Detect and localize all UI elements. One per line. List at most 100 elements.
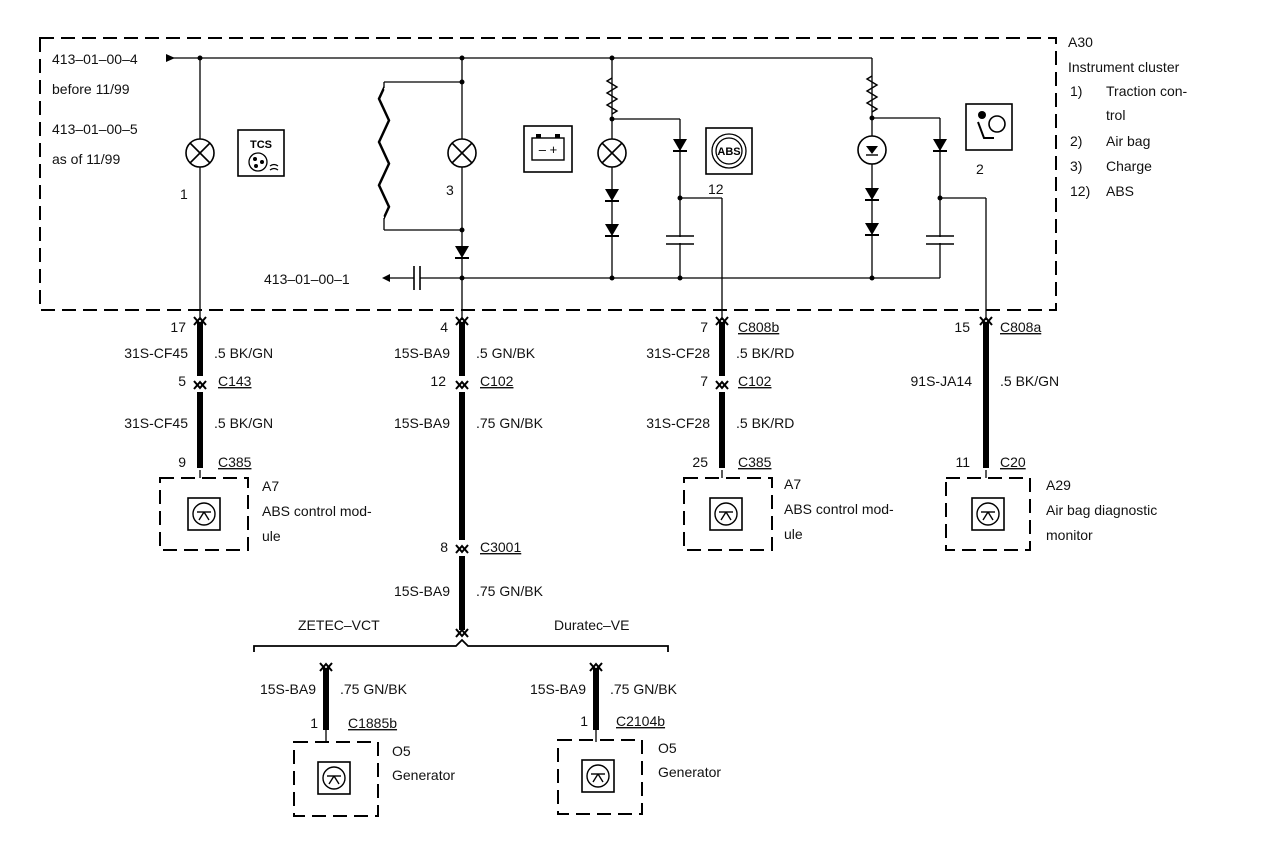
abs-module-box-2 xyxy=(683,477,773,551)
svg-text:15S-BA9: 15S-BA9 xyxy=(394,345,450,361)
svg-text:1: 1 xyxy=(310,715,318,731)
svg-text:31S-CF28: 31S-CF28 xyxy=(646,415,710,431)
ref-413-01-00-4: 413–01–00–4 xyxy=(52,51,138,67)
abs-icon xyxy=(705,127,753,175)
svg-text:3: 3 xyxy=(446,182,454,198)
svg-text:8: 8 xyxy=(440,539,448,555)
abs-module-2-icon xyxy=(709,497,743,531)
svg-text:ule: ule xyxy=(784,526,803,542)
svg-text:O5: O5 xyxy=(392,743,411,759)
ref-413-01-00-5: 413–01–00–5 xyxy=(52,121,138,137)
svg-text:12: 12 xyxy=(430,373,446,389)
svg-text:7: 7 xyxy=(700,373,708,389)
airbag-monitor-icon xyxy=(971,497,1005,531)
svg-text:monitor: monitor xyxy=(1046,527,1093,543)
svg-text:25: 25 xyxy=(692,454,708,470)
module-name: Instrument cluster xyxy=(1068,59,1180,75)
duratec-ve-label: Duratec–VE xyxy=(554,617,629,633)
svg-text:C808b: C808b xyxy=(738,319,779,335)
svg-text:ABS control mod-: ABS control mod- xyxy=(784,501,894,517)
svg-text:31S-CF28: 31S-CF28 xyxy=(646,345,710,361)
svg-text:2: 2 xyxy=(976,161,984,177)
svg-text:15S-BA9: 15S-BA9 xyxy=(260,681,316,697)
airbag-led-icon xyxy=(857,135,887,165)
output-arrow xyxy=(382,274,390,282)
charge-lamp-icon xyxy=(447,138,477,168)
svg-text:4: 4 xyxy=(440,319,448,335)
svg-text:11: 11 xyxy=(955,454,970,470)
svg-text:31S-CF45: 31S-CF45 xyxy=(124,415,188,431)
svg-text:15S-BA9: 15S-BA9 xyxy=(530,681,586,697)
abs-lamp-icon xyxy=(597,138,627,168)
svg-text:1: 1 xyxy=(180,186,188,202)
svg-text:ule: ule xyxy=(262,528,281,544)
instrument-cluster-boundary xyxy=(39,37,1057,311)
svg-text:Traction con-: Traction con- xyxy=(1106,83,1188,99)
svg-text:.75 GN/BK: .75 GN/BK xyxy=(476,583,544,599)
svg-text:ABS control mod-: ABS control mod- xyxy=(262,503,372,519)
svg-text:C385: C385 xyxy=(218,454,252,470)
svg-text:C1885b: C1885b xyxy=(348,715,397,731)
battery-icon xyxy=(523,125,573,173)
svg-text:.5 BK/GN: .5 BK/GN xyxy=(214,415,273,431)
tcs-icon xyxy=(237,129,285,177)
svg-text:as of 11/99: as of 11/99 xyxy=(52,151,120,167)
svg-text:.5 BK/RD: .5 BK/RD xyxy=(736,345,794,361)
svg-text:Air bag: Air bag xyxy=(1106,133,1150,149)
svg-text:.5 BK/GN: .5 BK/GN xyxy=(1000,373,1059,389)
zetec-vct-label: ZETEC–VCT xyxy=(298,617,380,633)
generator-zetec-icon xyxy=(317,761,351,795)
input-arrow xyxy=(166,54,175,62)
svg-text:9: 9 xyxy=(178,454,186,470)
engine-variant-bracket xyxy=(253,638,669,652)
svg-text:12: 12 xyxy=(708,181,724,197)
generator-box-duratec xyxy=(557,739,643,815)
svg-text:C3001: C3001 xyxy=(480,539,521,555)
svg-text:.75 GN/BK: .75 GN/BK xyxy=(610,681,678,697)
svg-text:17: 17 xyxy=(170,319,186,335)
svg-text:A29: A29 xyxy=(1046,477,1071,493)
ref-413-01-00-1: 413–01–00–1 xyxy=(264,271,350,287)
svg-text:C808a: C808a xyxy=(1000,319,1041,335)
svg-text:15: 15 xyxy=(954,319,970,335)
svg-text:C2104b: C2104b xyxy=(616,713,665,729)
svg-text:15S-BA9: 15S-BA9 xyxy=(394,583,450,599)
svg-text:A7: A7 xyxy=(262,478,279,494)
abs-module-1-icon xyxy=(187,497,221,531)
svg-text:.5 GN/BK: .5 GN/BK xyxy=(476,345,536,361)
svg-text:C20: C20 xyxy=(1000,454,1026,470)
abs-module-box-1 xyxy=(159,477,249,551)
module-id: A30 xyxy=(1068,34,1093,50)
svg-text:– +: – + xyxy=(539,142,557,157)
svg-text:.75 GN/BK: .75 GN/BK xyxy=(476,415,544,431)
svg-text:7: 7 xyxy=(700,319,708,335)
svg-text:Generator: Generator xyxy=(658,764,721,780)
svg-text:ABS: ABS xyxy=(1106,183,1134,199)
svg-text:.75 GN/BK: .75 GN/BK xyxy=(340,681,408,697)
svg-text:C102: C102 xyxy=(738,373,772,389)
svg-text:.5 BK/GN: .5 BK/GN xyxy=(214,345,273,361)
svg-text:C143: C143 xyxy=(218,373,252,389)
svg-text:91S-JA14: 91S-JA14 xyxy=(911,373,973,389)
svg-text:C102: C102 xyxy=(480,373,514,389)
svg-text:trol: trol xyxy=(1106,107,1125,123)
traction-control-lamp-icon xyxy=(185,138,215,168)
generator-duratec-icon xyxy=(581,759,615,793)
svg-text:O5: O5 xyxy=(658,740,677,756)
svg-text:TCS: TCS xyxy=(250,139,272,151)
charge-diode-icon xyxy=(454,245,470,259)
airbag-warning-icon xyxy=(965,103,1013,151)
generator-box-zetec xyxy=(293,741,379,817)
svg-text:Charge: Charge xyxy=(1106,158,1152,174)
svg-text:before 11/99: before 11/99 xyxy=(52,81,130,97)
svg-text:1): 1) xyxy=(1070,83,1082,99)
svg-text:12): 12) xyxy=(1070,183,1090,199)
svg-text:2): 2) xyxy=(1070,133,1082,149)
svg-text:31S-CF45: 31S-CF45 xyxy=(124,345,188,361)
svg-text:.5 BK/RD: .5 BK/RD xyxy=(736,415,794,431)
svg-text:5: 5 xyxy=(178,373,186,389)
svg-text:A7: A7 xyxy=(784,476,801,492)
svg-text:3): 3) xyxy=(1070,158,1082,174)
svg-text:ABS: ABS xyxy=(717,146,740,158)
